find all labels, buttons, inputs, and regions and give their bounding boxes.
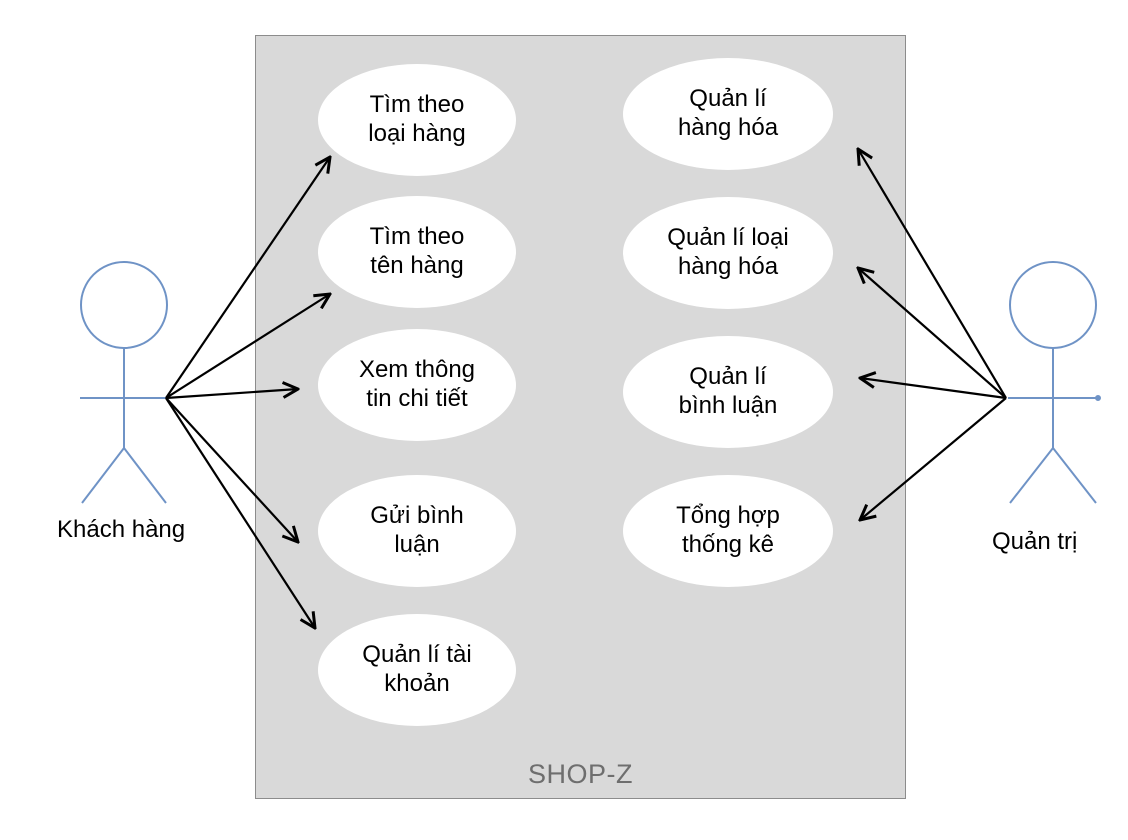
usecase-label: Quản lí loại hàng hóa — [667, 224, 789, 280]
arrow-to-find-by-category — [165, 157, 330, 399]
admin-associations — [858, 149, 1007, 520]
actor-customer-figure — [80, 261, 168, 504]
actor-admin-arm-dot — [1095, 395, 1101, 401]
actor-admin-figure — [1008, 261, 1101, 504]
usecase-label: Tìm theo loại hàng — [368, 91, 466, 147]
usecase-label: Tổng hợp thống kê — [676, 502, 780, 558]
arrow-to-statistics — [860, 397, 1007, 520]
usecase-label: Quản lí hàng hóa — [677, 85, 779, 141]
usecase-view-details[interactable]: Xem thông tin chi tiết — [318, 329, 516, 441]
actor-customer-right-leg — [123, 447, 167, 504]
actor-admin-left-leg — [1009, 447, 1054, 504]
usecase-label: Quản lí bình luận — [678, 363, 778, 419]
customer-associations — [165, 157, 330, 628]
actor-admin-label: Quản trị — [992, 528, 1078, 555]
actor-admin-head — [1009, 261, 1097, 349]
arrow-to-manage-products — [858, 149, 1007, 399]
usecase-label: Xem thông tin chi tiết — [358, 356, 476, 412]
usecase-manage-products[interactable]: Quản lí hàng hóa — [623, 58, 833, 170]
arrow-to-view-details — [165, 389, 298, 400]
actor-customer-label: Khách hàng — [57, 516, 186, 543]
usecase-label: Gửi bình luận — [370, 502, 464, 558]
usecase-send-comment[interactable]: Gửi bình luận — [318, 475, 516, 587]
arrow-to-find-by-name — [165, 294, 330, 399]
arrow-to-manage-comments — [860, 378, 1007, 400]
usecase-label: Quản lí tài khoản — [362, 641, 472, 697]
usecase-manage-account[interactable]: Quản lí tài khoản — [318, 614, 516, 726]
usecase-find-by-category[interactable]: Tìm theo loại hàng — [318, 64, 516, 176]
arrow-to-manage-categories — [858, 268, 1007, 399]
actor-customer-head — [80, 261, 168, 349]
usecase-statistics[interactable]: Tổng hợp thống kê — [623, 475, 833, 587]
actor-admin-right-leg — [1052, 447, 1097, 504]
usecase-manage-comments[interactable]: Quản lí bình luận — [623, 336, 833, 448]
arrow-to-manage-account — [165, 397, 315, 628]
arrow-to-send-comment — [165, 397, 298, 542]
system-name: SHOP-Z — [527, 759, 633, 789]
usecase-label: Tìm theo tên hàng — [369, 223, 465, 279]
actor-customer-left-leg — [81, 447, 125, 504]
usecase-manage-categories[interactable]: Quản lí loại hàng hóa — [623, 197, 833, 309]
usecase-find-by-name[interactable]: Tìm theo tên hàng — [318, 196, 516, 308]
